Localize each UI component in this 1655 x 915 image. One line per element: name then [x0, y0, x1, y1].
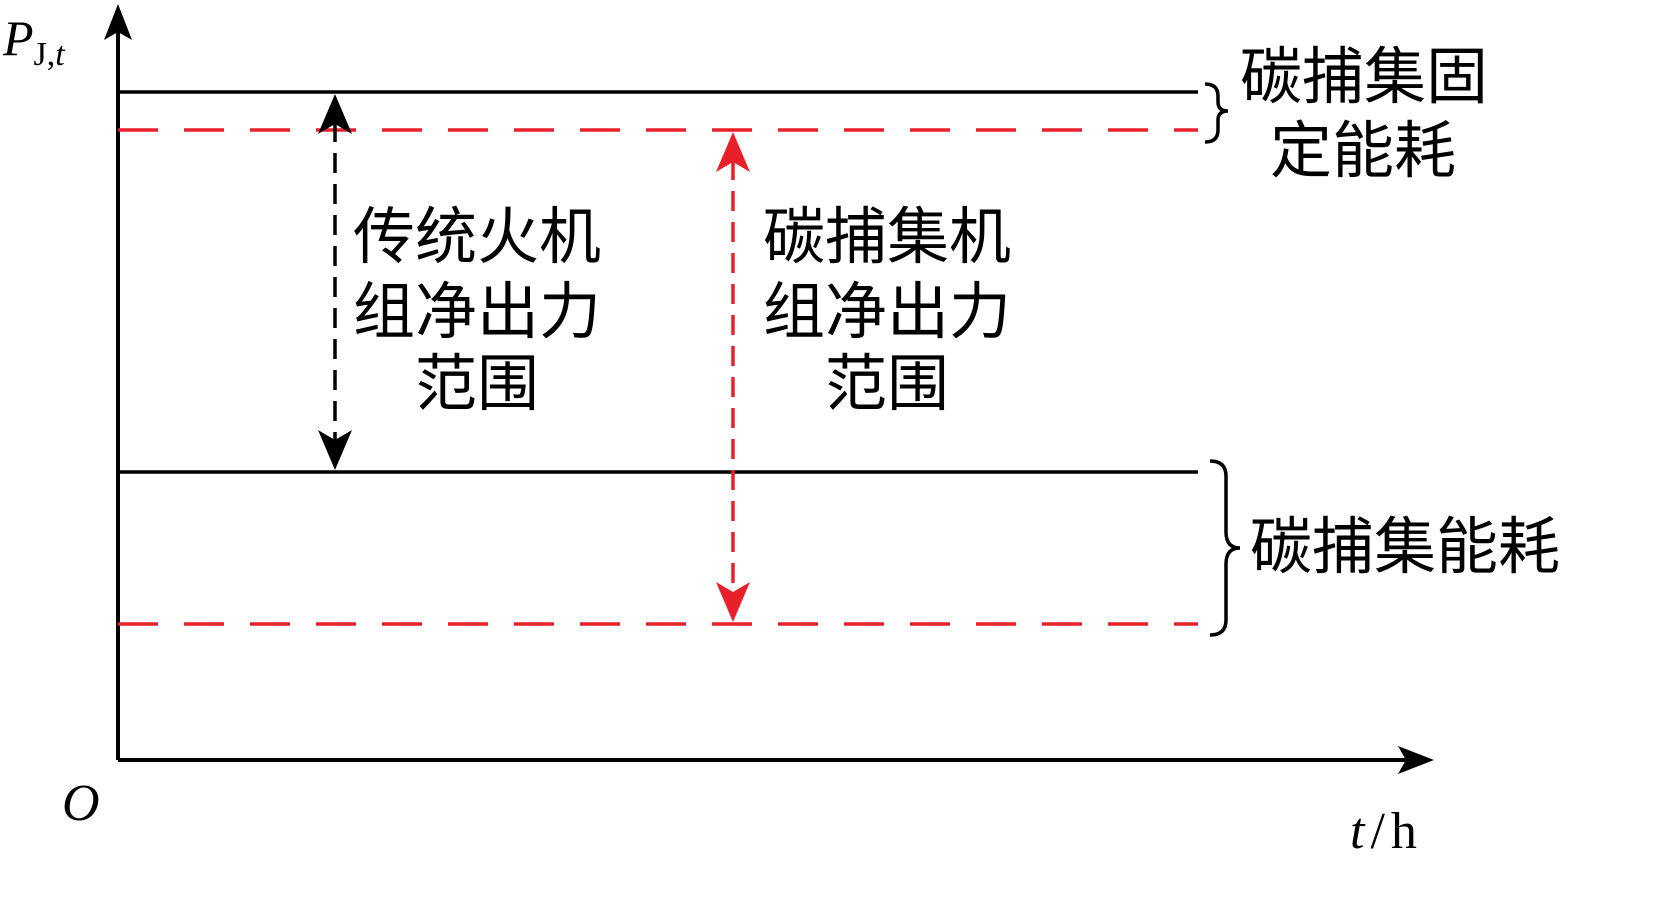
- x-axis-label: t/h: [1350, 803, 1417, 860]
- traditional-range-label-line2: 组净出力: [353, 275, 601, 348]
- traditional-range-arrowhead-top: [318, 94, 352, 134]
- capture-range-arrowhead-top: [716, 132, 750, 172]
- capture-range-label-line2: 组净出力: [763, 275, 1011, 348]
- capture-range-arrowhead-bottom: [716, 582, 750, 622]
- capture-range-label-line3: 范围: [825, 347, 949, 420]
- y-axis-label: PJ,t: [2, 10, 66, 73]
- x-axis-arrowhead: [1398, 746, 1434, 774]
- capture-energy-label: 碳捕集能耗: [1250, 510, 1560, 583]
- fixed-energy-label-line1: 碳捕集固: [1240, 40, 1488, 113]
- fixed-energy-brace: [1204, 82, 1229, 144]
- y-axis-arrowhead: [104, 4, 132, 40]
- capture-range-label-line1: 碳捕集机: [763, 200, 1011, 273]
- origin-label: O: [62, 775, 100, 832]
- traditional-range-label-line1: 传统火机: [353, 200, 601, 273]
- traditional-range-label-line3: 范围: [415, 347, 539, 420]
- traditional-range-arrowhead-bottom: [318, 430, 352, 470]
- capture-energy-brace: [1209, 459, 1241, 637]
- fixed-energy-label-line2: 定能耗: [1270, 114, 1456, 187]
